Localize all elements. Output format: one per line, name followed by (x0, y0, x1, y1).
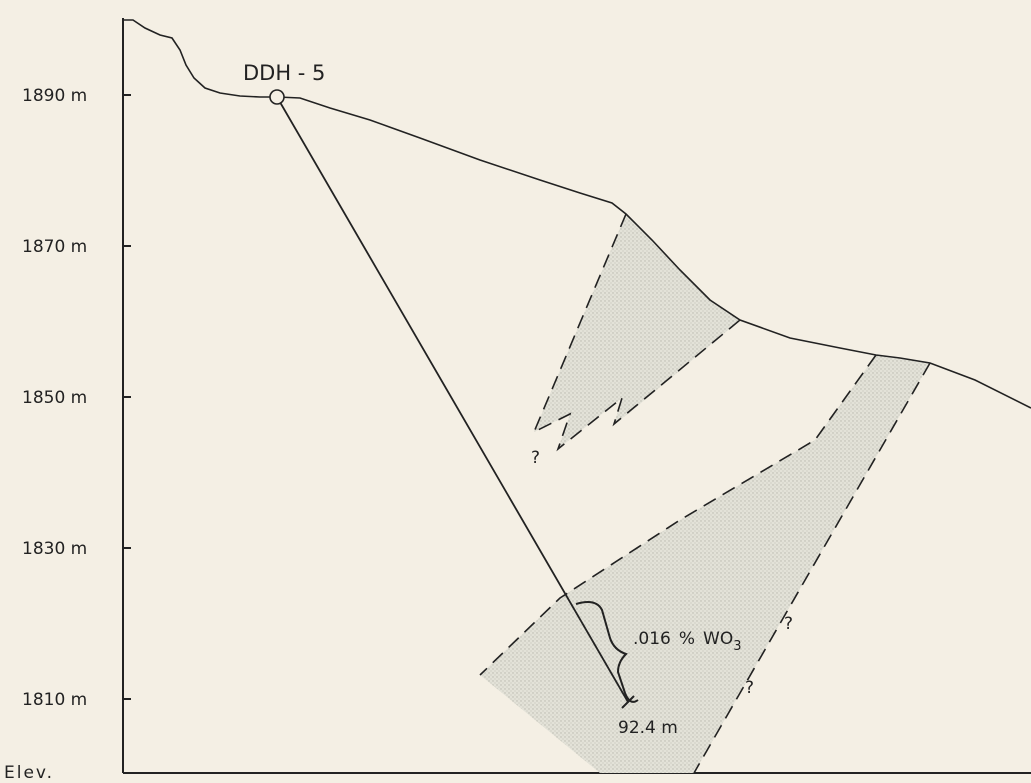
uncertainty-mark-assay: ? (784, 614, 793, 634)
uncertainty-mark-lower-zone: ? (745, 678, 754, 698)
assay-label: .016% WO3 (633, 629, 742, 654)
uncertainty-mark-upper-zone: ? (531, 448, 540, 468)
assay-subscript: 3 (733, 639, 741, 654)
elevation-axis-label: Elev. (4, 763, 54, 783)
tick-label-1870: 1870 m (22, 237, 87, 257)
tick-label-1890: 1890 m (22, 86, 87, 106)
tick-label-1830: 1830 m (22, 539, 87, 559)
tick-label-1850: 1850 m (22, 388, 87, 408)
drillhole-length-label: 92.4 m (618, 718, 678, 738)
ground-surface-profile (123, 19, 1031, 409)
upper-mineralized-zone (534, 214, 740, 449)
drillhole-end-cap (621, 695, 635, 709)
lower-mineralized-zone (480, 355, 930, 773)
drillhole-name-label: DDH - 5 (243, 61, 325, 85)
lower-zone-boundary-right-dashed (693, 362, 931, 774)
assay-value: .016 (633, 629, 671, 649)
lower-zone-boundary-upper-dashed (479, 354, 877, 676)
assay-compound: WO (703, 629, 733, 649)
tick-label-1810: 1810 m (22, 690, 87, 710)
assay-interval-bracket (575, 601, 639, 703)
drillhole-trace (276, 96, 629, 703)
drillhole-collar-icon (269, 89, 285, 105)
upper-zone-boundary-dashed (532, 213, 741, 452)
assay-percent: % (679, 629, 695, 649)
